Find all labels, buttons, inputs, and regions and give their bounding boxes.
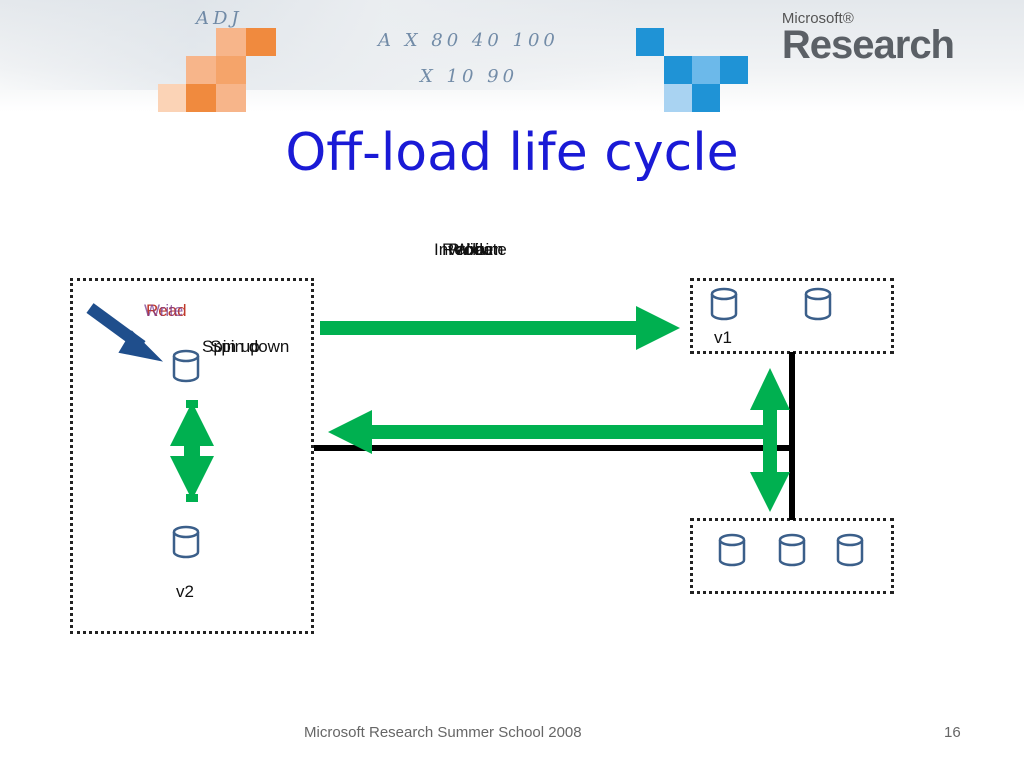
handwriting-row-2: X 10 90: [420, 66, 519, 87]
blue-tile: [692, 56, 720, 84]
header-whiteboard-photo: [0, 0, 640, 90]
handwriting-row-3: ADJ: [196, 8, 243, 29]
slide-title: Off-load life cycle: [285, 123, 739, 183]
green-arrow-left: [328, 410, 764, 454]
volume-label-v1: v1: [714, 328, 732, 347]
green-arrow-right: [320, 306, 680, 350]
orange-tile: [158, 84, 186, 112]
blue-tile: [692, 84, 720, 112]
volume-label-v2: v2: [176, 582, 194, 601]
page-number: 16: [944, 724, 961, 741]
logo-research-text: Research: [781, 23, 955, 67]
green-double-arrow-right: [750, 368, 790, 512]
disk-icon: [778, 533, 806, 567]
orange-tile: [216, 56, 246, 84]
handwriting-row-1: A X 80 40 100: [378, 30, 559, 51]
top-label-reclaim: Reclaim: [442, 240, 504, 259]
blue-tile: [664, 56, 692, 84]
top-label-write: Write: [454, 240, 494, 259]
orange-tile: [246, 28, 276, 56]
footer-text: Microsoft Research Summer School 2008: [304, 724, 582, 741]
blue-tile: [720, 56, 748, 84]
orange-tile: [216, 28, 246, 56]
top-label-probe: Probe: [448, 240, 494, 259]
disk-icon: [710, 287, 738, 321]
disk-icon: [718, 533, 746, 567]
orange-tile: [186, 84, 216, 112]
label-spin-up: Spin up: [202, 337, 260, 356]
label-write: Write: [144, 301, 184, 320]
disk-icon: [172, 349, 200, 383]
disk-icon: [804, 287, 832, 321]
blue-tile: [636, 28, 664, 56]
blue-tile: [664, 84, 692, 112]
green-double-arrow-left: [170, 400, 214, 502]
left-server-box: [70, 278, 314, 634]
label-spin-down: Spin down: [210, 337, 290, 356]
orange-tile: [186, 56, 216, 84]
label-read: Read: [146, 301, 187, 320]
blue-request-arrow: [86, 303, 164, 362]
disk-icon: [836, 533, 864, 567]
top-label-invalidate: Invalidate: [434, 240, 507, 259]
logo-microsoft-text: Microsoft®: [781, 10, 854, 27]
microsoft-research-logo: Microsoft® Research: [781, 10, 955, 68]
orange-tile: [216, 84, 246, 112]
header-band: A X 80 40 100 X 10 90 ADJ Microsoft® Res…: [0, 0, 1024, 112]
disk-icon: [172, 525, 200, 559]
